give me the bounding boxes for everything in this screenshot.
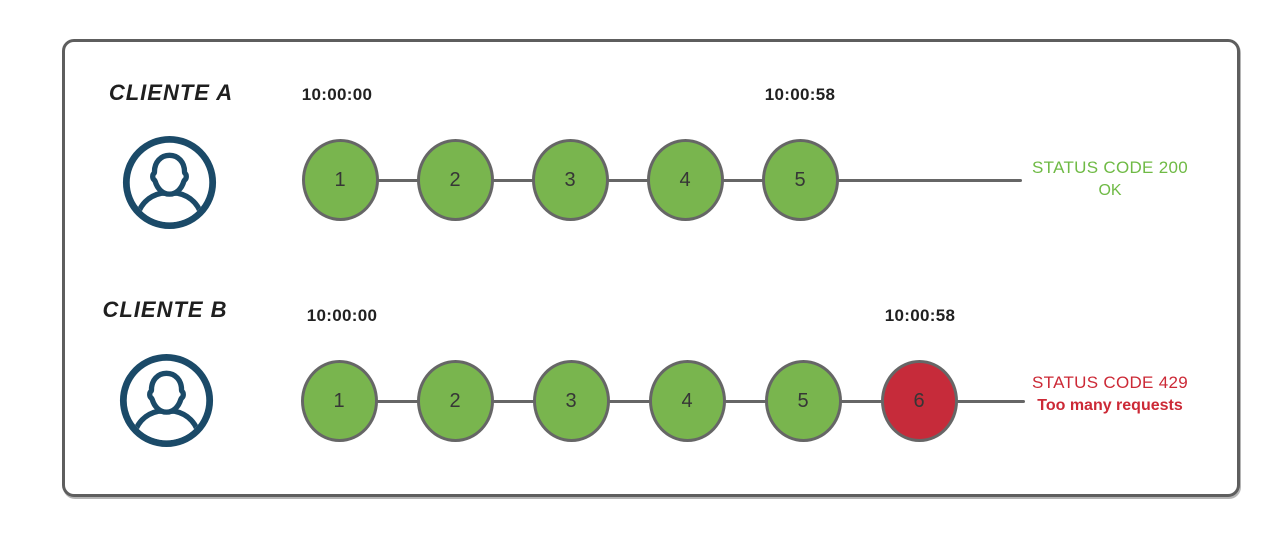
- client-a-end-timestamp: 10:00:58: [764, 85, 836, 104]
- request-circle-b-2: 2: [416, 360, 494, 442]
- request-circle-b-3: 3: [532, 360, 610, 442]
- client-b-label: CLIENTE B: [102, 297, 228, 322]
- request-number: 1: [333, 389, 345, 412]
- diagram-frame: [62, 39, 1240, 497]
- request-circle-a-5: 5: [761, 139, 839, 221]
- client-b-status-code: STATUS CODE 429: [1032, 373, 1188, 392]
- request-circle-b-4: 4: [648, 360, 726, 442]
- client-a-status-code: STATUS CODE 200: [1032, 158, 1188, 177]
- request-number: 4: [681, 389, 693, 412]
- request-number: 5: [797, 389, 809, 412]
- request-number: 3: [565, 389, 577, 412]
- request-circle-b-6: 6: [880, 360, 958, 442]
- client-a-status-message: OK: [1098, 181, 1122, 199]
- request-number: 2: [449, 168, 461, 191]
- request-circle-a-1: 1: [301, 139, 379, 221]
- user-icon: [119, 353, 214, 448]
- user-icon: [122, 135, 217, 230]
- request-number: 1: [334, 168, 346, 191]
- client-a-label: CLIENTE A: [108, 80, 234, 105]
- client-a-status: STATUS CODE 200 OK: [1024, 157, 1196, 202]
- client-b-end-timestamp: 10:00:58: [884, 306, 956, 325]
- request-circle-a-2: 2: [416, 139, 494, 221]
- client-b-status: STATUS CODE 429 Too many requests: [1022, 372, 1198, 417]
- client-a-start-timestamp: 10:00:00: [301, 85, 373, 104]
- request-number: 5: [794, 168, 806, 191]
- request-circle-b-5: 5: [764, 360, 842, 442]
- request-number: 3: [564, 168, 576, 191]
- client-b-avatar user-icon: [118, 352, 215, 449]
- request-number: 2: [449, 389, 461, 412]
- request-circle-b-1: 1: [300, 360, 378, 442]
- client-b-status-message: Too many requests: [1037, 396, 1183, 414]
- client-b-start-timestamp: 10:00:00: [306, 306, 378, 325]
- request-number: 4: [679, 168, 691, 191]
- request-number: 6: [913, 389, 925, 412]
- request-circle-a-3: 3: [531, 139, 609, 221]
- request-circle-a-4: 4: [646, 139, 724, 221]
- client-a-avatar user-icon: [121, 134, 218, 231]
